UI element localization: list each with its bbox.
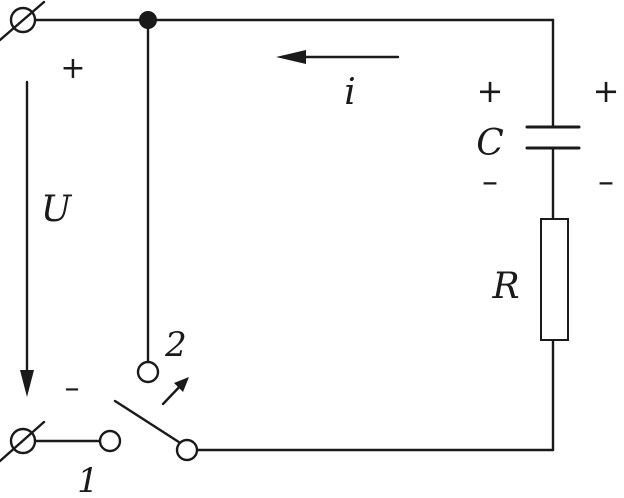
input-minus-sign: – — [65, 371, 80, 406]
resistor-body — [540, 218, 569, 341]
input-terminal-plus-slash — [0, 0, 46, 42]
junction-dot — [139, 11, 157, 29]
switch-contact-2 — [136, 360, 160, 384]
switch-common-contact — [175, 438, 199, 462]
switch-contact-1 — [98, 429, 122, 453]
current-arrowhead — [276, 50, 306, 64]
capacitor-minus-right: – — [598, 162, 614, 200]
switch-position-2-label: 2 — [164, 325, 187, 365]
input-plus-sign: + — [60, 51, 85, 86]
capacitor-plus-right: + — [593, 72, 620, 110]
switch-blade — [113, 399, 187, 448]
capacitor-label: C — [476, 123, 504, 164]
current-label: i — [344, 72, 356, 113]
resistor-label: R — [491, 266, 519, 307]
capacitor-minus-left: – — [482, 162, 498, 200]
input-terminal-minus-slash — [0, 420, 46, 463]
capacitor-plus-left: + — [477, 72, 504, 110]
switch-position-1-label: 1 — [77, 461, 99, 498]
voltage-label: U — [41, 189, 73, 230]
switch-action-arrowhead — [174, 377, 189, 392]
voltage-arrowhead — [20, 370, 34, 397]
